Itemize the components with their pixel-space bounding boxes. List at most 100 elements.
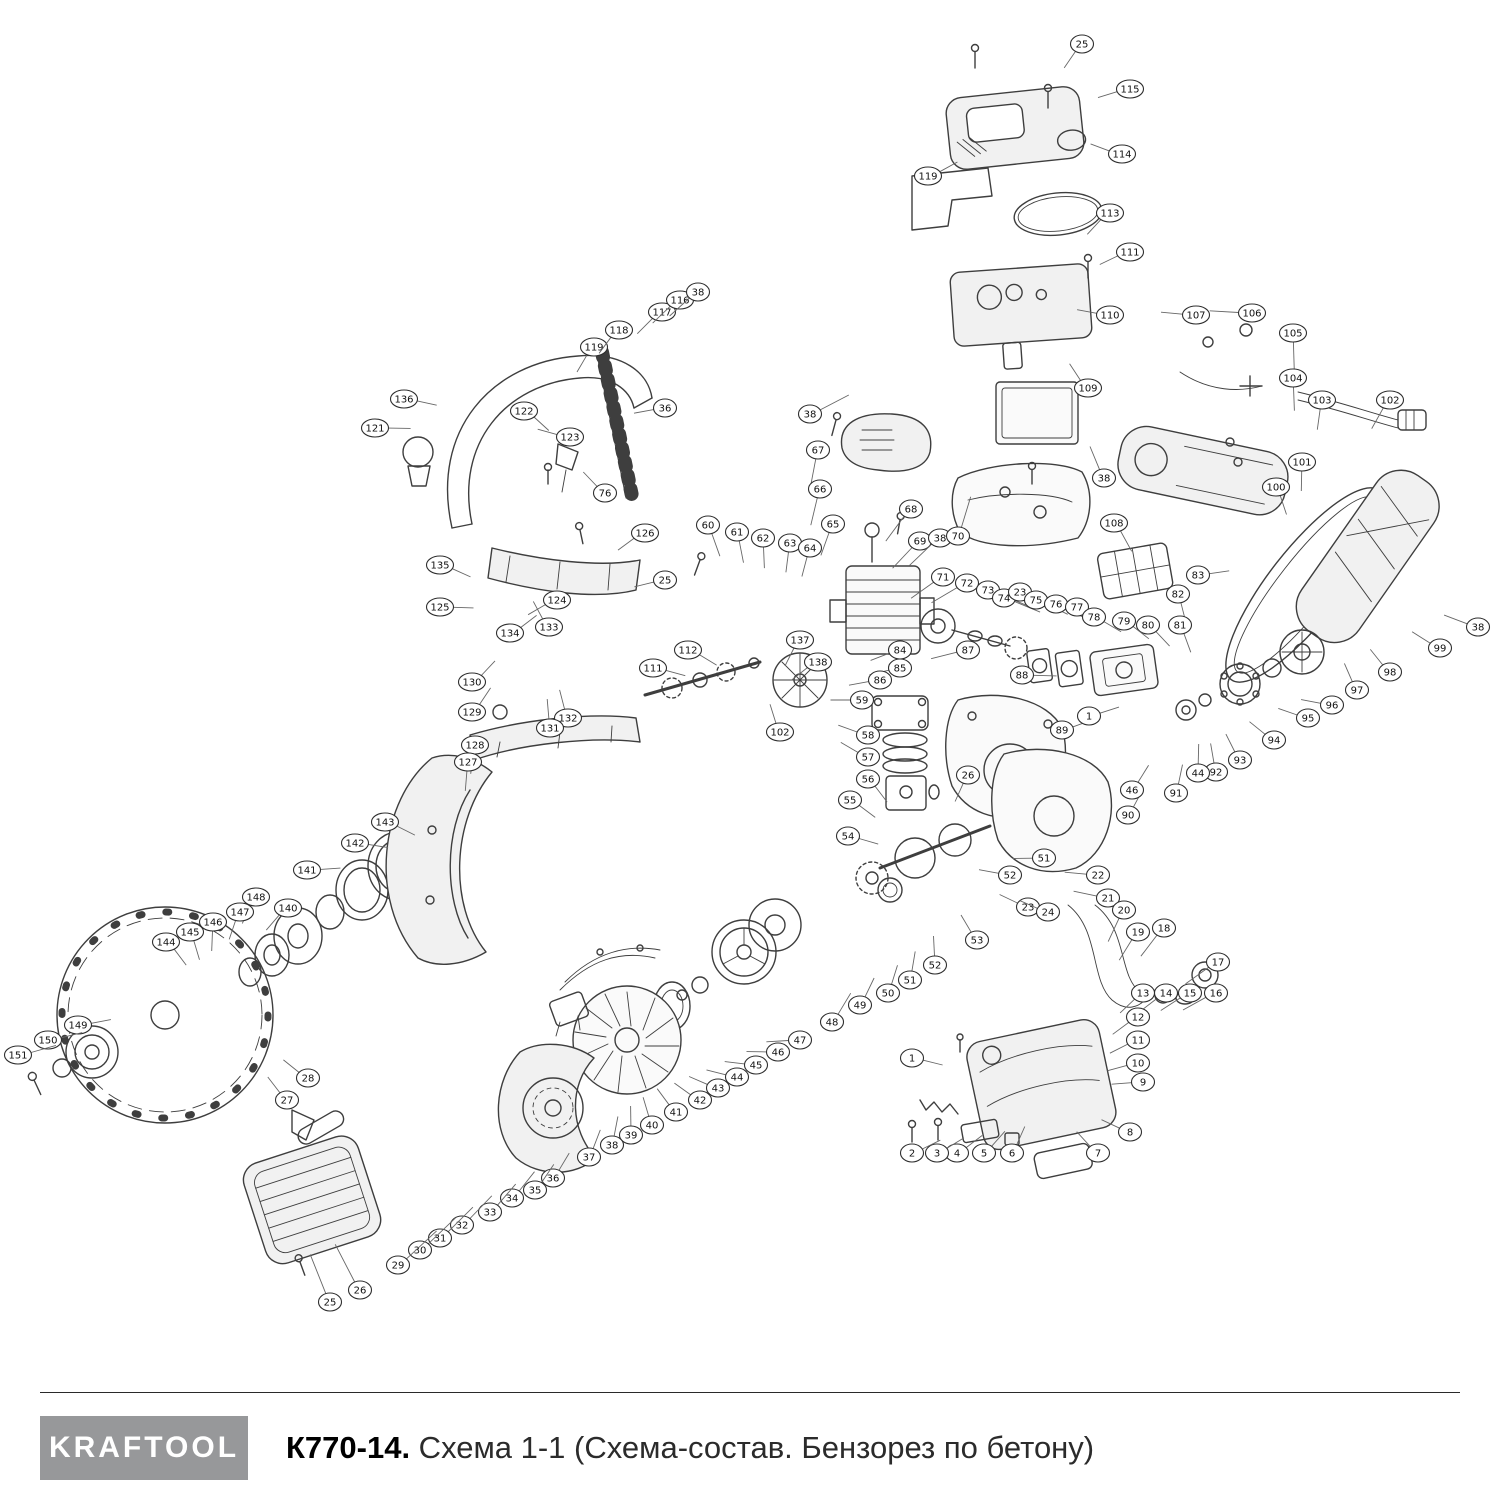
part-callout-63: 63 (777, 533, 803, 573)
svg-text:94: 94 (1268, 736, 1281, 747)
roller-wheel-part (772, 652, 828, 708)
part-callout-111: 111 (638, 658, 686, 678)
part-callout-97: 97 (1343, 663, 1370, 700)
svg-text:71: 71 (937, 573, 950, 584)
part-callout-49: 49 (847, 977, 875, 1015)
part-callout-122: 122 (509, 401, 550, 431)
svg-text:58: 58 (862, 731, 875, 742)
svg-text:63: 63 (784, 539, 797, 550)
svg-text:39: 39 (625, 1131, 638, 1142)
svg-text:102: 102 (1380, 396, 1399, 407)
svg-text:72: 72 (961, 579, 974, 590)
svg-text:77: 77 (1071, 603, 1084, 614)
svg-text:82: 82 (1172, 590, 1185, 601)
svg-text:114: 114 (1112, 150, 1131, 161)
part-callout-113: 113 (1086, 203, 1125, 235)
mesh-filter-part (1096, 542, 1174, 600)
crankshaft-part (855, 823, 992, 903)
part-callout-40: 40 (639, 1097, 665, 1135)
diagram-title: К770-14. Схема 1-1 (Схема-состав. Бензор… (286, 1430, 1094, 1466)
part-callout-38: 38 (1443, 614, 1491, 637)
part-callout-45: 45 (724, 1055, 769, 1075)
part-callout-24: 24 (1019, 899, 1061, 922)
svg-text:74: 74 (998, 594, 1011, 605)
part-callout-1: 1 (1076, 706, 1120, 726)
svg-text:35: 35 (529, 1186, 542, 1197)
svg-text:149: 149 (68, 1021, 87, 1032)
part-callout-39: 39 (618, 1105, 644, 1145)
svg-text:23: 23 (1014, 588, 1027, 599)
part-callout-17: 17 (1185, 952, 1231, 985)
part-callout-33: 33 (477, 1183, 517, 1222)
part-callout-18: 18 (1140, 918, 1177, 957)
svg-text:38: 38 (1472, 623, 1485, 634)
svg-text:47: 47 (794, 1036, 807, 1047)
part-callout-115: 115 (1097, 79, 1145, 99)
part-callout-52: 52 (922, 935, 948, 975)
svg-text:148: 148 (246, 893, 265, 904)
part-callout-102: 102 (1371, 390, 1405, 429)
part-callout-109: 109 (1069, 363, 1103, 398)
part-callout-41: 41 (656, 1088, 689, 1122)
part-callout-26: 26 (954, 765, 981, 802)
part-callout-68: 68 (885, 499, 924, 542)
part-callout-90: 90 (1115, 789, 1144, 825)
part-callout-62: 62 (750, 528, 776, 569)
part-callout-121: 121 (360, 418, 411, 438)
main-housing-part (951, 462, 1091, 547)
svg-text:56: 56 (862, 775, 875, 786)
part-callout-13: 13 (1119, 983, 1156, 1014)
part-callout-61: 61 (724, 522, 750, 563)
part-callout-64: 64 (797, 538, 823, 577)
part-callout-84: 84 (870, 640, 913, 661)
part-callout-42: 42 (674, 1082, 713, 1110)
part-callout-94: 94 (1249, 721, 1287, 750)
part-callout-86: 86 (848, 670, 893, 690)
part-callout-146: 146 (198, 912, 228, 952)
part-callout-92: 92 (1203, 743, 1229, 782)
svg-text:43: 43 (712, 1084, 725, 1095)
svg-text:70: 70 (952, 532, 965, 543)
part-callout-119: 119 (913, 161, 958, 186)
part-callout-59: 59 (830, 690, 875, 710)
svg-text:31: 31 (434, 1234, 447, 1245)
svg-text:145: 145 (180, 928, 199, 939)
svg-text:109: 109 (1078, 384, 1097, 395)
svg-text:4: 4 (954, 1149, 960, 1160)
svg-text:95: 95 (1302, 714, 1315, 725)
part-callout-12: 12 (1112, 1007, 1151, 1035)
svg-text:140: 140 (278, 904, 297, 915)
part-callout-3: 3 (924, 1137, 965, 1163)
part-callout-44: 44 (706, 1067, 750, 1087)
svg-text:122: 122 (514, 407, 533, 418)
svg-text:1: 1 (1086, 712, 1092, 723)
svg-text:136: 136 (394, 395, 413, 406)
part-callout-67: 67 (805, 440, 831, 492)
svg-text:53: 53 (971, 936, 984, 947)
screw-parts (294, 43, 1093, 1276)
part-callout-112: 112 (673, 640, 717, 666)
svg-text:21: 21 (1102, 894, 1115, 905)
part-callout-20: 20 (1107, 900, 1137, 942)
air-filter-housing-part (949, 263, 1093, 370)
part-callout-107: 107 (1160, 305, 1211, 325)
svg-text:93: 93 (1234, 756, 1247, 767)
svg-text:15: 15 (1184, 989, 1197, 1000)
svg-text:87: 87 (962, 646, 975, 657)
part-callout-38: 38 (797, 394, 850, 424)
l-plate-part (911, 167, 993, 231)
svg-text:83: 83 (1192, 571, 1205, 582)
part-callout-8: 8 (1101, 1119, 1143, 1142)
svg-text:61: 61 (731, 528, 744, 539)
svg-text:57: 57 (862, 753, 875, 764)
svg-text:10: 10 (1132, 1059, 1145, 1070)
svg-text:42: 42 (694, 1096, 707, 1107)
fuel-tank-part (966, 1019, 1117, 1151)
parts-artwork (27, 43, 1440, 1276)
side-cover-part (242, 1135, 382, 1265)
svg-text:103: 103 (1312, 396, 1331, 407)
part-callout-6: 6 (999, 1126, 1026, 1163)
part-callout-141: 141 (292, 860, 341, 880)
part-callout-130: 130 (457, 660, 496, 692)
